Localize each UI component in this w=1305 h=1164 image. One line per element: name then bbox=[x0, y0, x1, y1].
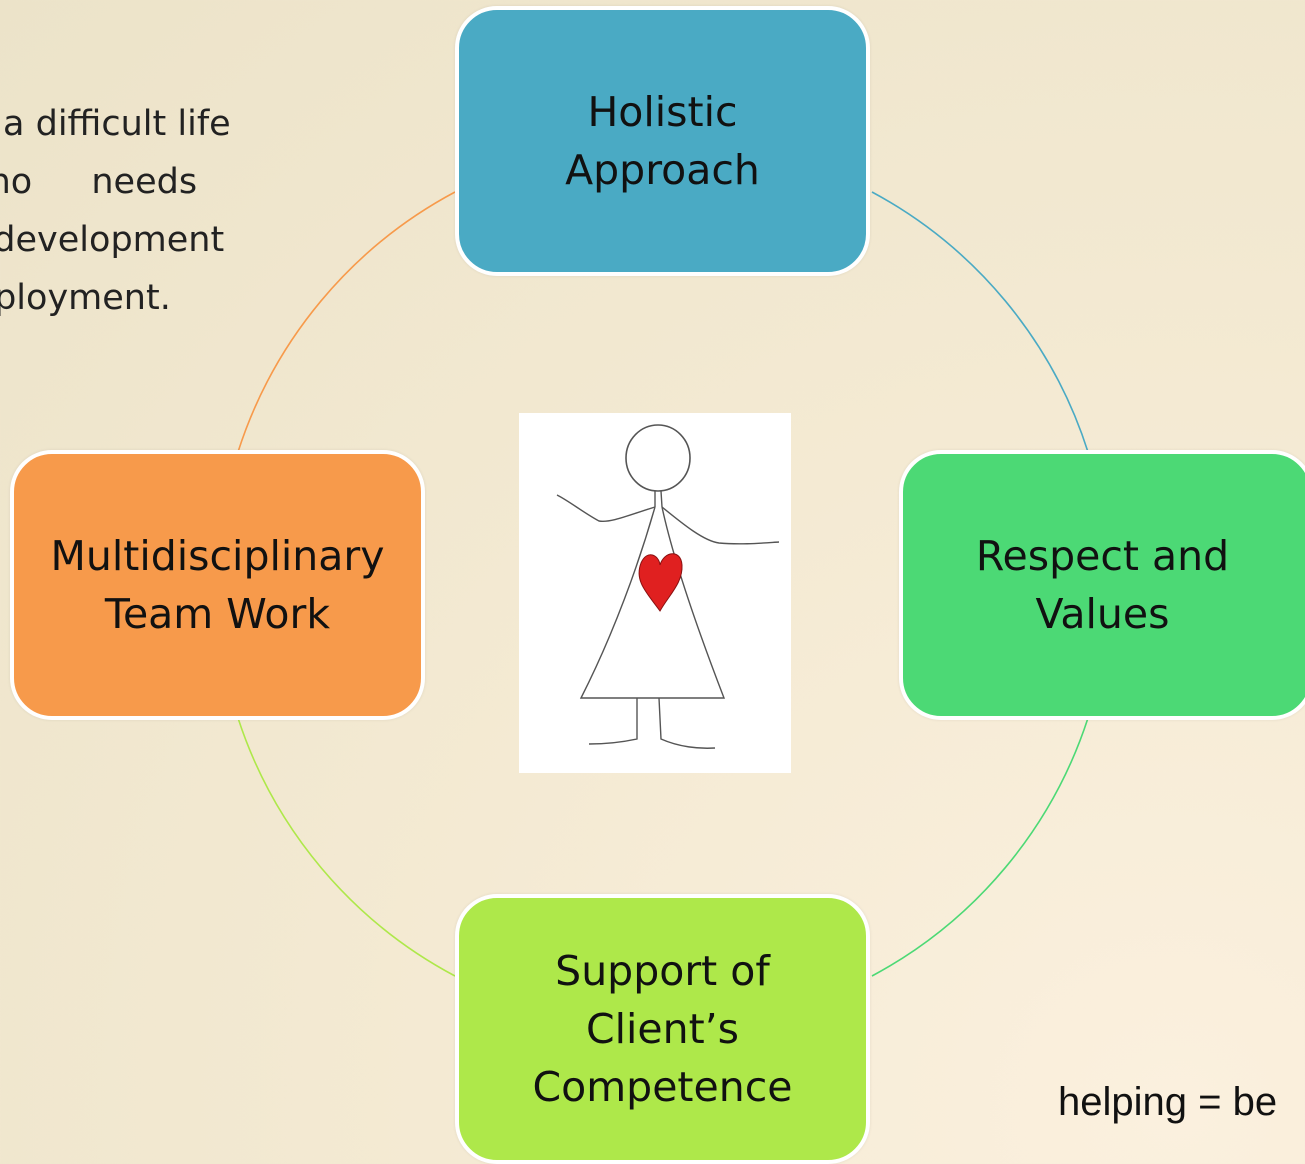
node-label-line: Holistic bbox=[587, 88, 738, 136]
ring-arc-bottom-left bbox=[237, 717, 456, 977]
node-label: Respect and Values bbox=[976, 527, 1229, 643]
figure-right-leg bbox=[658, 697, 716, 749]
ring-arc-right-bottom bbox=[871, 717, 1089, 977]
ring-arc-left-top bbox=[237, 191, 456, 453]
node-support-of-clients-competence: Support of Client’s Competence bbox=[455, 894, 870, 1164]
figure-head bbox=[625, 424, 691, 492]
footer-text: helping = be bbox=[1058, 1080, 1278, 1124]
node-label-line: Respect and bbox=[975, 532, 1230, 580]
node-label: Multidisciplinary Team Work bbox=[51, 527, 385, 643]
node-multidisciplinary-team-work: Multidisciplinary Team Work bbox=[10, 450, 425, 720]
node-label-line: Team Work bbox=[104, 590, 331, 638]
node-label-line: Multidisciplinary bbox=[50, 532, 385, 580]
stick-figure-with-heart-icon bbox=[556, 424, 780, 749]
heart-shape bbox=[638, 553, 683, 612]
side-text: in a difficult life who needs n developm… bbox=[0, 95, 310, 327]
center-picture bbox=[519, 413, 791, 773]
side-text-line: who needs bbox=[0, 162, 198, 202]
side-text-line: n development bbox=[0, 220, 225, 260]
node-label: Support of Client’s Competence bbox=[533, 942, 793, 1116]
node-label-line: Values bbox=[1035, 590, 1170, 638]
side-text-line: in a difficult life bbox=[0, 104, 231, 144]
node-label-line: Approach bbox=[565, 146, 760, 194]
node-label: Holistic Approach bbox=[565, 83, 760, 199]
side-text-line: mployment. bbox=[0, 278, 171, 318]
figure-left-arm bbox=[556, 494, 656, 522]
node-label-line: Client’s bbox=[585, 1005, 740, 1053]
figure-right-arm bbox=[661, 506, 780, 545]
node-respect-and-values: Respect and Values bbox=[899, 450, 1305, 720]
node-label-line: Support of bbox=[555, 947, 770, 995]
figure-left-leg bbox=[588, 698, 638, 745]
figure-neck bbox=[654, 490, 663, 508]
node-label-line: Competence bbox=[532, 1063, 793, 1111]
ring-arc-top-right bbox=[871, 191, 1089, 453]
node-holistic-approach: Holistic Approach bbox=[455, 6, 870, 276]
figure-dress bbox=[579, 506, 726, 699]
